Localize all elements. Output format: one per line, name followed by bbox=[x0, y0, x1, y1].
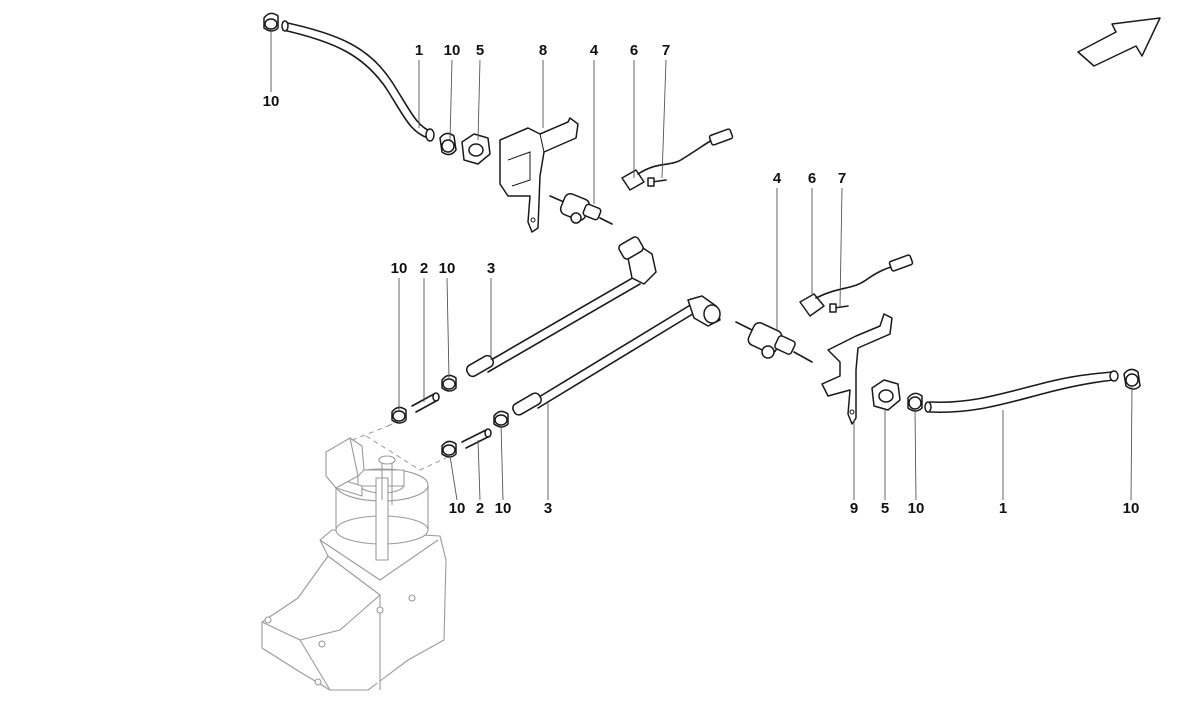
hex-nut bbox=[461, 133, 491, 165]
hose-clamp bbox=[907, 392, 923, 412]
callout-label: 8 bbox=[538, 42, 548, 59]
callout-label: 3 bbox=[486, 260, 496, 277]
callout-label: 9 bbox=[849, 500, 859, 517]
fuel-pipe-lower bbox=[512, 295, 721, 416]
mounting-bracket bbox=[499, 117, 579, 233]
hose-clamp bbox=[263, 12, 279, 32]
hex-nut bbox=[871, 379, 901, 411]
callout-label: 5 bbox=[475, 42, 485, 59]
hose-clamp bbox=[493, 410, 509, 428]
callout-label: 2 bbox=[475, 500, 485, 517]
short-hose bbox=[411, 392, 440, 413]
callout-label: 6 bbox=[807, 170, 817, 187]
callout-label: 10 bbox=[438, 260, 456, 277]
fuel-hose-upper-left bbox=[281, 20, 435, 142]
screw bbox=[647, 177, 667, 187]
callout-label: 4 bbox=[772, 170, 782, 187]
fuel-filter-assembly-ghost bbox=[261, 417, 447, 691]
fuel-pipe-upper bbox=[465, 236, 657, 378]
hose-clamp bbox=[441, 374, 457, 392]
fuel-level-sensor bbox=[549, 192, 613, 225]
callout-label: 10 bbox=[443, 42, 461, 59]
callout-label: 7 bbox=[837, 170, 847, 187]
hose-clamp bbox=[439, 132, 457, 156]
fuel-level-sensor bbox=[735, 321, 813, 363]
wiring-connector bbox=[799, 254, 914, 317]
hose-clamp bbox=[391, 406, 407, 424]
screw bbox=[829, 303, 849, 313]
hose-clamp bbox=[441, 440, 457, 458]
direction-arrow-icon bbox=[1077, 17, 1161, 67]
callout-leaders bbox=[270, 32, 1133, 501]
callout-label: 2 bbox=[419, 260, 429, 277]
callout-label: 3 bbox=[543, 500, 553, 517]
wiring-connector bbox=[621, 128, 734, 191]
callout-label: 10 bbox=[262, 93, 280, 110]
callout-label: 10 bbox=[494, 500, 512, 517]
callout-label: 10 bbox=[907, 500, 925, 517]
hose-clamp bbox=[1123, 368, 1141, 390]
callout-label: 7 bbox=[661, 42, 671, 59]
short-hose bbox=[461, 428, 492, 449]
mounting-bracket bbox=[821, 313, 893, 425]
callout-label: 1 bbox=[414, 42, 424, 59]
callout-label: 4 bbox=[589, 42, 599, 59]
callout-label: 10 bbox=[448, 500, 466, 517]
callout-label: 10 bbox=[390, 260, 408, 277]
callout-label: 10 bbox=[1122, 500, 1140, 517]
callout-label: 1 bbox=[998, 500, 1008, 517]
fuel-hose-lower-right bbox=[924, 370, 1119, 414]
callout-label: 5 bbox=[880, 500, 890, 517]
callout-label: 6 bbox=[629, 42, 639, 59]
